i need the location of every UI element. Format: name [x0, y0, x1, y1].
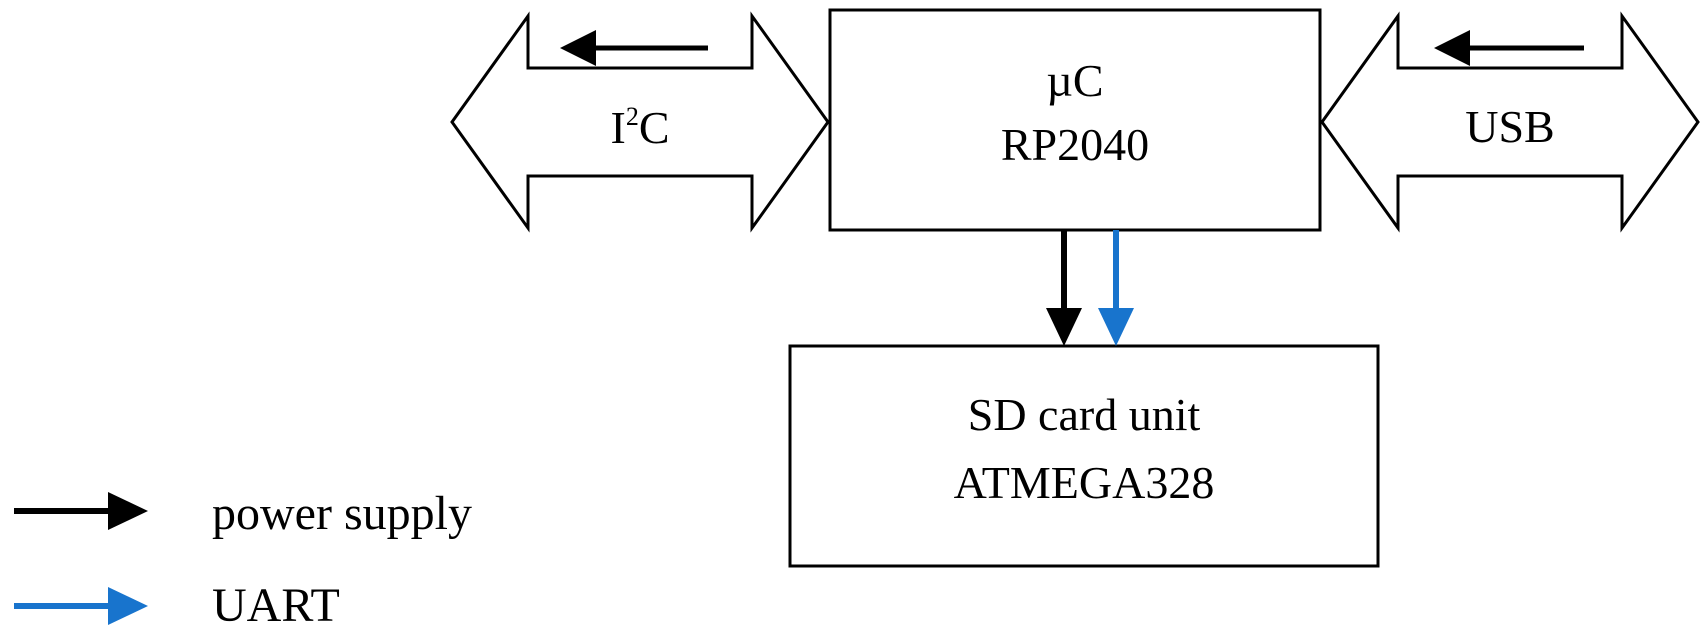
- mcu-label-line1: µC: [1046, 55, 1104, 106]
- legend-uart-label: UART: [212, 579, 340, 632]
- i2c-label-base: I: [610, 102, 626, 153]
- usb-label-text: USB: [1465, 101, 1555, 152]
- usb-direction-arrowhead: [1434, 30, 1470, 66]
- mcu-block: [828, 8, 1322, 232]
- uart-arrowhead: [1098, 308, 1134, 346]
- i2c-direction-arrowhead: [560, 30, 596, 66]
- mcu-label-line2: RP2040: [1000, 119, 1150, 170]
- legend-uart-arrowhead: [108, 587, 148, 625]
- sd-card-label-line2: ATMEGA328: [953, 457, 1215, 508]
- legend-power-supply-label: power supply: [212, 487, 472, 540]
- legend-power-arrowhead: [108, 492, 148, 530]
- sd-card-block: [788, 344, 1380, 568]
- i2c-label-superscript: 2: [625, 102, 639, 131]
- i2c-bus-arrow: [450, 11, 830, 233]
- usb-bus-arrow: [1320, 11, 1700, 233]
- i2c-label-tail: C: [638, 102, 670, 153]
- i2c-label: I2C: [540, 104, 740, 151]
- usb-label: USB: [1400, 104, 1620, 150]
- mcu-label: µC RP2040: [830, 58, 1320, 168]
- sd-card-label: SD card unit ATMEGA328: [790, 392, 1378, 506]
- power-supply-arrowhead: [1046, 308, 1082, 346]
- sd-card-label-line1: SD card unit: [967, 389, 1201, 440]
